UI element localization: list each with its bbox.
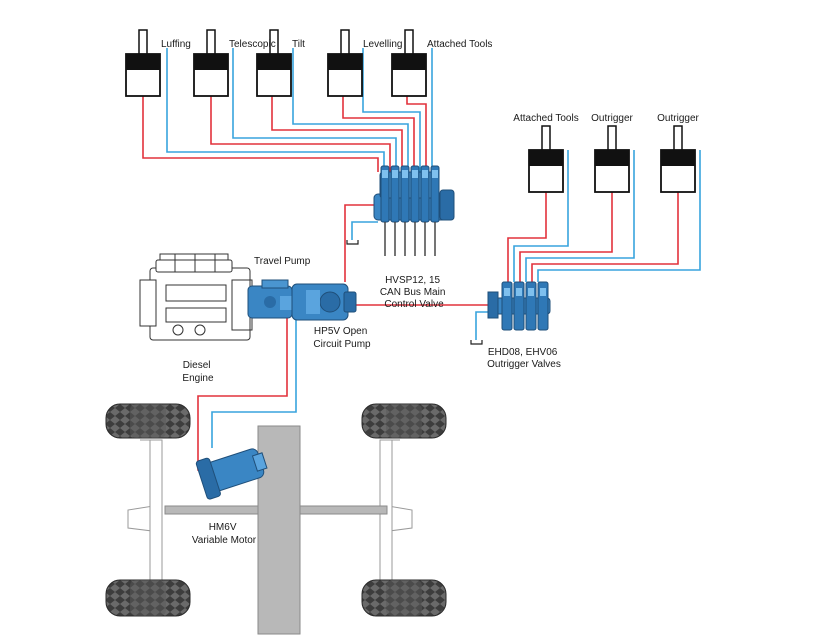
hp5v-open-circuit-pump bbox=[291, 283, 357, 321]
tilt-pressure-line bbox=[271, 90, 403, 172]
motor-label: HM6V Variable Motor bbox=[192, 522, 257, 546]
actuator-label-top-4: Levelling bbox=[363, 39, 402, 50]
levelling-pressure-line bbox=[342, 90, 415, 172]
actuator-cylinder-top-1 bbox=[125, 29, 161, 97]
actuator-label-top-3: Tilt bbox=[292, 39, 305, 50]
actuator-label-right-2: Outrigger bbox=[591, 113, 633, 124]
pump-to-main-valve-line bbox=[344, 204, 378, 282]
main-valve-label: HVSP12, 15 CAN Bus Main Control Valve bbox=[380, 275, 448, 310]
outrigger-valve-block bbox=[487, 281, 551, 331]
top-actuators bbox=[125, 29, 427, 97]
actuator-cylinder-top-5 bbox=[391, 29, 427, 97]
diesel-engine bbox=[139, 253, 253, 341]
open-pump-label-line-1: HP5V Open bbox=[314, 326, 367, 337]
tank-symbol-main bbox=[346, 240, 359, 245]
actuator-cylinder-right-3 bbox=[660, 125, 696, 193]
actuator-cylinder-top-2 bbox=[193, 29, 229, 97]
actuator-cylinder-right-2 bbox=[594, 125, 630, 193]
travel-pump-label: Travel Pump bbox=[254, 256, 311, 267]
actuator-label-top-2: Telescopic bbox=[229, 39, 276, 50]
outrigger2-pressure-line bbox=[531, 186, 679, 282]
actuator-cylinder-right-1 bbox=[528, 125, 564, 193]
central-frame bbox=[257, 425, 301, 635]
actuator-label-top-5: Attached Tools bbox=[427, 39, 492, 50]
outrigger1-return-line bbox=[525, 150, 635, 282]
travel-pump bbox=[247, 279, 293, 319]
luffing-return-line bbox=[166, 48, 385, 172]
outrigger-valve-sections bbox=[501, 281, 549, 331]
main-valve-label-line-2: CAN Bus Main bbox=[380, 287, 446, 298]
right-actuator-labels: Attached Tools Outrigger Outrigger bbox=[513, 113, 699, 124]
tire-front-right bbox=[361, 403, 447, 439]
travel-pump-to-motor-return bbox=[211, 318, 297, 448]
levelling-return-line bbox=[362, 48, 421, 172]
right-actuators bbox=[528, 125, 696, 193]
outrigger1-pressure-line bbox=[519, 186, 613, 282]
main-control-valve bbox=[373, 165, 455, 256]
telescopic-pressure-line bbox=[210, 90, 391, 172]
motor-label-line-2: Variable Motor bbox=[192, 535, 257, 546]
open-pump-label-line-2: Circuit Pump bbox=[313, 339, 371, 350]
tire-rear-left bbox=[105, 579, 191, 617]
tank-symbol-outrigger bbox=[470, 340, 483, 345]
tilt-return-line bbox=[292, 48, 409, 172]
telescopic-return-line bbox=[232, 48, 397, 172]
actuator-cylinder-top-4 bbox=[327, 29, 363, 97]
rt-attached-pressure-line bbox=[507, 186, 547, 282]
outrigger-valves-label-line-1: EHD08, EHV06 bbox=[488, 347, 558, 358]
main-valve-label-line-3: Control Valve bbox=[384, 299, 444, 310]
actuator-label-right-3: Outrigger bbox=[657, 113, 699, 124]
engine-label: Diesel Engine bbox=[182, 360, 214, 384]
open-pump-label: HP5V Open Circuit Pump bbox=[313, 326, 371, 350]
valve-sections bbox=[380, 165, 455, 223]
engine-label-line-2: Engine bbox=[182, 373, 214, 384]
actuator-cylinder-top-3 bbox=[256, 29, 292, 97]
left-axle bbox=[149, 439, 163, 581]
valve-stems bbox=[384, 222, 436, 256]
tire-front-left bbox=[105, 403, 191, 439]
hm6v-variable-motor bbox=[195, 448, 268, 500]
outrigger-valves-label: EHD08, EHV06 Outrigger Valves bbox=[487, 347, 561, 370]
main-valve-label-line-1: HVSP12, 15 bbox=[385, 275, 440, 286]
actuator-label-right-1: Attached Tools bbox=[513, 113, 578, 124]
motor-label-line-1: HM6V bbox=[209, 522, 237, 533]
attached-tools-pressure-line bbox=[406, 90, 427, 172]
outrigger2-return-line bbox=[537, 150, 701, 282]
chassis bbox=[105, 403, 447, 635]
outrigger-valves-label-line-2: Outrigger Valves bbox=[487, 359, 561, 370]
main-valve-tank-line bbox=[351, 221, 378, 240]
top-actuator-labels: Luffing Telescopic Tilt Levelling Attached T… bbox=[161, 39, 492, 50]
luffing-pressure-line bbox=[142, 90, 379, 172]
rt-attached-return-line bbox=[513, 150, 569, 282]
engine-label-line-1: Diesel bbox=[183, 360, 211, 371]
tire-rear-right bbox=[361, 579, 447, 617]
actuator-label-top-1: Luffing bbox=[161, 39, 191, 50]
